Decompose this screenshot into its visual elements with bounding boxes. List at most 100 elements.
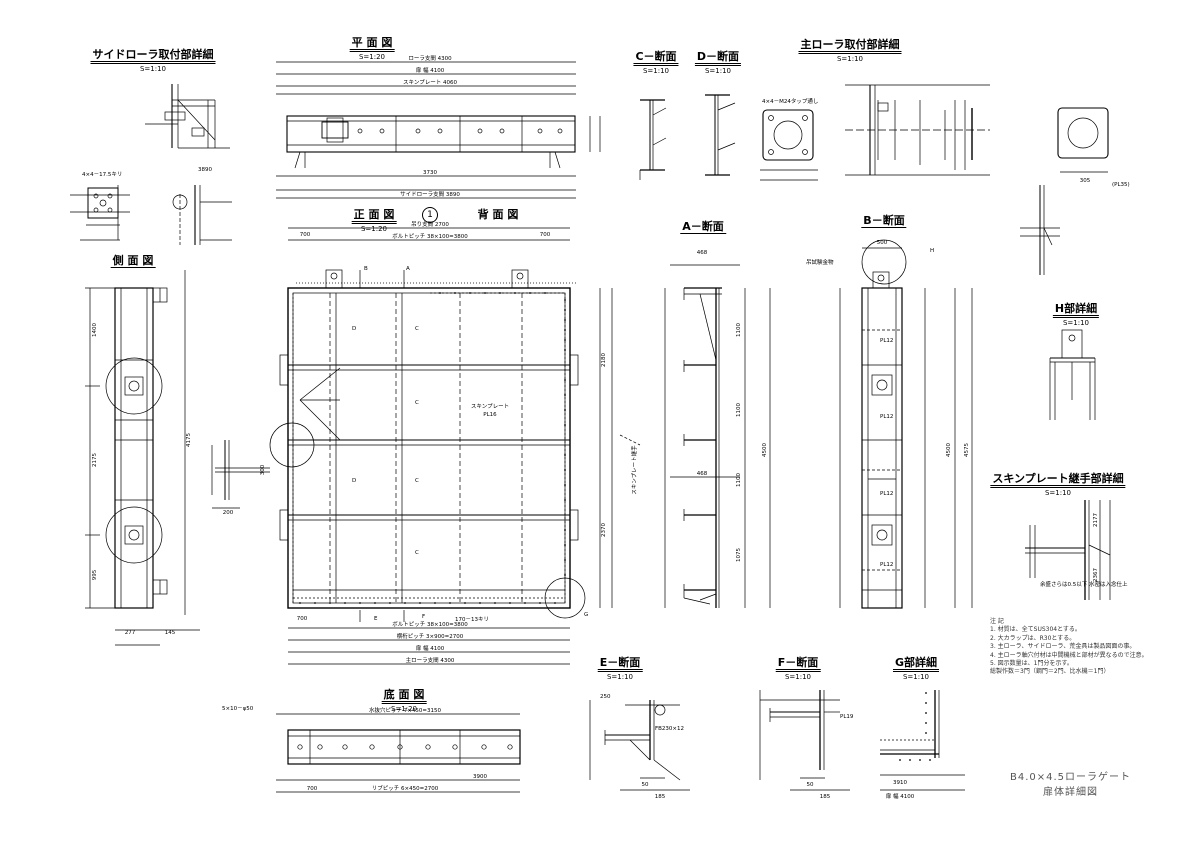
pl12-label-4: PL12 [880,562,893,568]
rib-pitch: リブピッチ 6×450=2700 [372,784,439,792]
title-text: 主ローラ取付部詳細 [798,38,902,52]
dim-2175: 2175 [92,453,98,467]
title-text: B－断面 [861,214,907,228]
drain-text: 水抜穴ピッチ 7×450=3150 [369,706,441,714]
lift-fitting: 吊試験金物 [806,258,834,266]
view-number: 1 [427,210,433,220]
scale-label: S=1:20 [349,51,395,61]
dim-995: 995 [92,569,98,580]
title-text: H部詳細 [1052,302,1100,316]
dim-185-e: 185 [655,794,666,800]
dim-468-a2: 468 [697,471,708,477]
side-view [85,270,270,646]
hole-text: 4×4－17.5キリ [82,172,122,178]
skin-plate-label: スキンプレート [471,403,509,410]
title-a-section: A－断面 [680,218,726,234]
h-detail [1049,329,1096,420]
dim-1100-2: 1100 [736,403,742,417]
pl12-label-3: PL12 [880,491,893,497]
drawing-title-line1: B4.0×4.5ローラゲート [1010,772,1132,783]
weld-note: 余盛さらは0.5以下 水密は入念仕上 [1040,580,1128,588]
title-text: C－断面 [633,50,679,64]
title-text: 底 面 図 [381,688,427,702]
dim-2180: 2180 [601,353,607,367]
g-detail [880,690,965,791]
skin-joint-detail [1025,500,1111,600]
section-mark-c3: C [415,478,419,484]
dim-50-f: 50 [807,782,814,788]
bottom-view [276,713,521,793]
f-section [759,690,850,791]
side-roller-detail [70,84,232,245]
section-mark-g: G [584,612,588,618]
dim-2367: 2367 [1093,568,1099,582]
dim-door-width: 扉 幅 4100 [416,66,445,74]
title-text: 側 面 図 [110,254,156,268]
tap-text: 4×4－M24タップ通し [762,97,818,105]
main-roller-detail [760,84,1109,275]
scale-label: S=1:10 [1052,317,1100,327]
dim-beam-pitch: 横桁ピッチ 3×900=2700 [397,632,464,640]
front-view [269,227,641,665]
e-section [589,700,690,791]
title-text: 平 面 図 [349,36,395,50]
notes-heading: 注 記 [990,618,1004,625]
dim-2370: 2370 [601,523,607,537]
dim-1100-3: 1100 [736,473,742,487]
scale-label: S=1:10 [775,671,821,681]
section-mark-a: A [406,266,410,272]
pl12-label-1: PL12 [880,338,893,344]
dim-300: 300 [260,464,266,475]
dim-roller-span: ローラ支間 4300 [408,54,452,62]
fb-label: FB230×12 [655,726,684,732]
bolt-dots [299,292,931,761]
title-text: G部詳細 [892,656,940,670]
section-mark-h: H [930,248,934,254]
scale-label: S=1:10 [90,63,216,73]
dim-lift-span: 吊り支間 2700 [411,220,449,228]
pl12-label-2: PL12 [880,414,893,420]
title-b-section: B－断面 [861,212,907,228]
title-text: E－断面 [597,656,643,670]
title-text: 正 面 図 [351,208,397,222]
dim-3890: 3890 [198,167,212,173]
dim-4500-b: 4500 [946,443,952,457]
general-notes: 注 記 1. 材質は、全てSUS304とする。 2. 大カラップは、R30とする… [990,618,1148,677]
scale-label: S=1:10 [990,487,1126,497]
dim-305: 305 [1080,178,1091,184]
pl35-label: (PL35) [1112,182,1130,188]
section-mark-e: E [374,616,378,622]
dim-door-width-g: 扉 幅 4100 [886,792,915,800]
dim-2177: 2177 [1093,513,1099,527]
note-line: 4. 主ローラ軸穴付材は中間機械と部材が異なるので注意。 [990,651,1148,659]
title-back-view: 背 面 図 [478,206,519,222]
dim-1100-1: 1100 [736,323,742,337]
title-text: F－断面 [775,656,821,670]
pl16-label: PL16 [483,412,497,418]
scale-label: S=1:20 [351,223,397,233]
section-mark-c2: C [415,400,419,406]
section-mark-d1: D [352,326,356,332]
note-line: 総製作数＝3門（鋼門＝2門、比水機＝1門） [990,668,1110,676]
dim-700-top: 700 [300,232,311,238]
title-text: A－断面 [680,220,726,234]
dim-185-f: 185 [820,794,831,800]
section-mark-c1: C [415,326,419,332]
skin-joint-v: スキンプレート継手 [630,445,638,495]
section-mark-f: F [422,614,425,620]
a-section [664,264,771,608]
section-mark-d2: D [352,478,356,484]
drawing-title-line2: 扉体詳細図 [1043,787,1099,798]
scale-label: S=1:10 [892,671,940,681]
dim-3730: 3730 [423,170,437,176]
dim-3900: 3900 [473,774,487,780]
title-text: スキンプレート継手部詳細 [990,472,1126,486]
dim-200-side: 200 [223,510,234,516]
